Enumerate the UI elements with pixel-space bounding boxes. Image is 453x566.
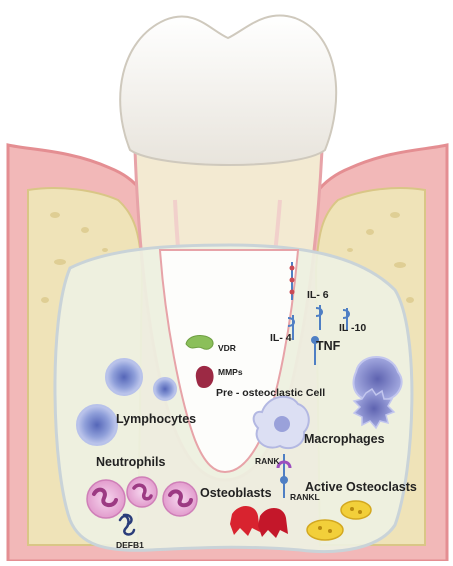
label-rankl: RANKL xyxy=(290,492,320,502)
label-il6: IL- 6 xyxy=(307,289,329,301)
lymphocyte-cell xyxy=(77,405,117,445)
label-pre-osteoclastic-cell: Pre - osteoclastic Cell xyxy=(216,387,325,399)
label-vdr: VDR xyxy=(218,343,236,353)
label-rank: RANK xyxy=(255,456,280,466)
osteoclast-cell xyxy=(341,501,371,519)
label-il10: IL -10 xyxy=(339,322,366,334)
label-osteoblasts: Osteoblasts xyxy=(200,486,272,500)
lymphocyte-cell xyxy=(154,378,176,400)
neutrophil-cell xyxy=(87,480,125,518)
rankl-ligand-icon xyxy=(280,476,288,484)
label-il4: IL- 4 xyxy=(270,332,292,344)
neutrophil-cell xyxy=(127,477,157,507)
label-neutrophils: Neutrophils xyxy=(96,455,165,469)
osteoclast-cell xyxy=(307,520,343,540)
label-macrophages: Macrophages xyxy=(304,432,385,446)
label-mmps: MMPs xyxy=(218,367,243,377)
label-active-osteoclasts: Active Osteoclasts xyxy=(305,480,417,494)
tooth-crown xyxy=(120,15,336,165)
label-lymphocytes: Lymphocytes xyxy=(116,412,196,426)
vdr-icon xyxy=(186,335,213,349)
lymphocyte-cell xyxy=(106,359,142,395)
neutrophil-cell xyxy=(163,482,197,516)
label-defb1: DEFB1 xyxy=(116,540,144,550)
label-tnf: TNF xyxy=(316,339,341,353)
